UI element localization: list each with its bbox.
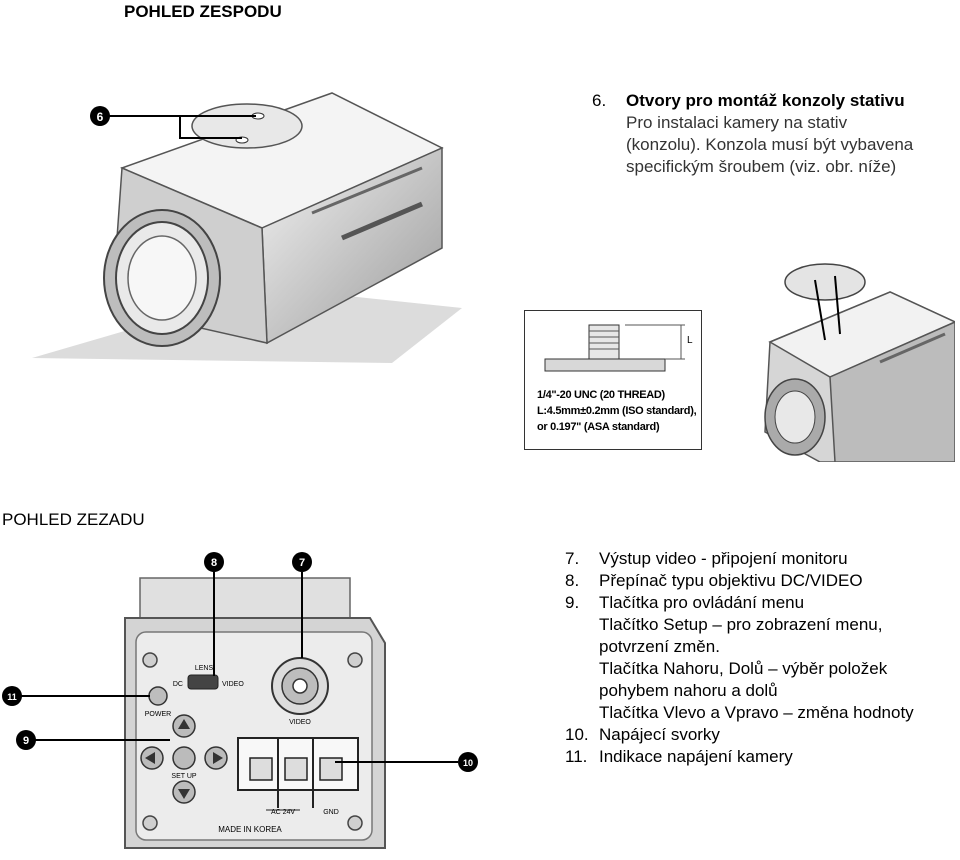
item-line: pohybem nahoru a dolů	[599, 681, 778, 700]
item-line: Výstup video - připojení monitoru	[599, 549, 848, 568]
setup-label: SET UP	[171, 773, 196, 780]
item-line: Přepínač typu objektivu DC/VIDEO	[599, 571, 863, 590]
callout-8: 8	[211, 557, 217, 569]
made-in-label: MADE IN KOREA	[218, 825, 282, 834]
item-number: 9.	[565, 593, 580, 612]
rear-items-list: 7. Výstup video - připojení monitoru 8. …	[565, 548, 914, 768]
rear-heading: POHLED ZEZADU	[2, 510, 145, 529]
screw-spec-line-3: or 0.197" (ASA standard)	[537, 421, 660, 433]
item-line: Tlačítko Setup – pro zobrazení menu,	[599, 615, 883, 634]
terminal-right-label: GND	[323, 809, 339, 816]
video-out-label: VIDEO	[289, 719, 311, 726]
item-number: 8.	[565, 571, 580, 590]
item-number: 11.	[565, 747, 588, 766]
lens-label: LENS	[195, 665, 214, 672]
list-item-8: 8. Přepínač typu objektivu DC/VIDEO	[565, 570, 914, 592]
item-line: Napájecí svorky	[599, 725, 720, 744]
power-label: POWER	[145, 711, 171, 718]
item-line: Tlačítka Vlevo a Vpravo – změna hodnoty	[599, 703, 914, 722]
item-line: Tlačítka Nahoru, Dolů – výběr položek	[599, 659, 888, 678]
screw-spec-line-1: 1/4"-20 UNC (20 THREAD)	[537, 389, 665, 401]
dc-label: DC	[173, 681, 183, 688]
camera-rear-illustration: LENS DC VIDEO POWER VIDEO SET UP AC 24V …	[2, 552, 478, 849]
item-6-title: Otvory pro montáž konzoly stativu	[626, 91, 905, 110]
list-item-11: 11. Indikace napájení kamery	[565, 746, 914, 768]
item-6-number: 6.	[592, 91, 607, 110]
callout-7: 7	[299, 557, 305, 569]
item-6-line-2: (konzolu). Konzola musí být vybavena	[626, 135, 914, 154]
list-item-7: 7. Výstup video - připojení monitoru	[565, 548, 914, 570]
callout-6: 6	[97, 110, 104, 124]
video-switch-label: VIDEO	[222, 681, 244, 688]
item-6-line-1: Pro instalaci kamery na stativ	[626, 113, 848, 132]
item-number: 7.	[565, 549, 580, 568]
camera-bottom-illustration: 6	[32, 92, 462, 363]
item-6: 6. Otvory pro montáž konzoly stativu Pro…	[592, 90, 913, 178]
callout-9: 9	[23, 735, 29, 747]
top-heading: POHLED ZESPODU	[124, 2, 282, 21]
item-line: potvrzení změn.	[599, 637, 720, 656]
camera-mount-illustration	[764, 263, 955, 462]
screw-dim-label: L	[687, 335, 693, 346]
list-item-10: 10. Napájecí svorky	[565, 724, 914, 746]
callout-11: 11	[7, 692, 17, 702]
callout-10: 10	[463, 758, 473, 768]
list-item-9: 9. Tlačítka pro ovládání menu Tlačítko S…	[565, 592, 914, 724]
item-6-line-3: specifickým šroubem (viz. obr. níže)	[626, 157, 897, 176]
screw-spec-box: L 1/4"-20 UNC (20 THREAD) L:4.5mm±0.2mm …	[524, 310, 702, 450]
terminal-left-label: AC 24V	[271, 809, 295, 816]
item-line: Indikace napájení kamery	[599, 747, 793, 766]
item-number: 10.	[565, 725, 589, 744]
screw-spec-line-2: L:4.5mm±0.2mm (ISO standard),	[537, 405, 697, 417]
screw-drawing	[544, 324, 685, 372]
item-line: Tlačítka pro ovládání menu	[599, 593, 805, 612]
